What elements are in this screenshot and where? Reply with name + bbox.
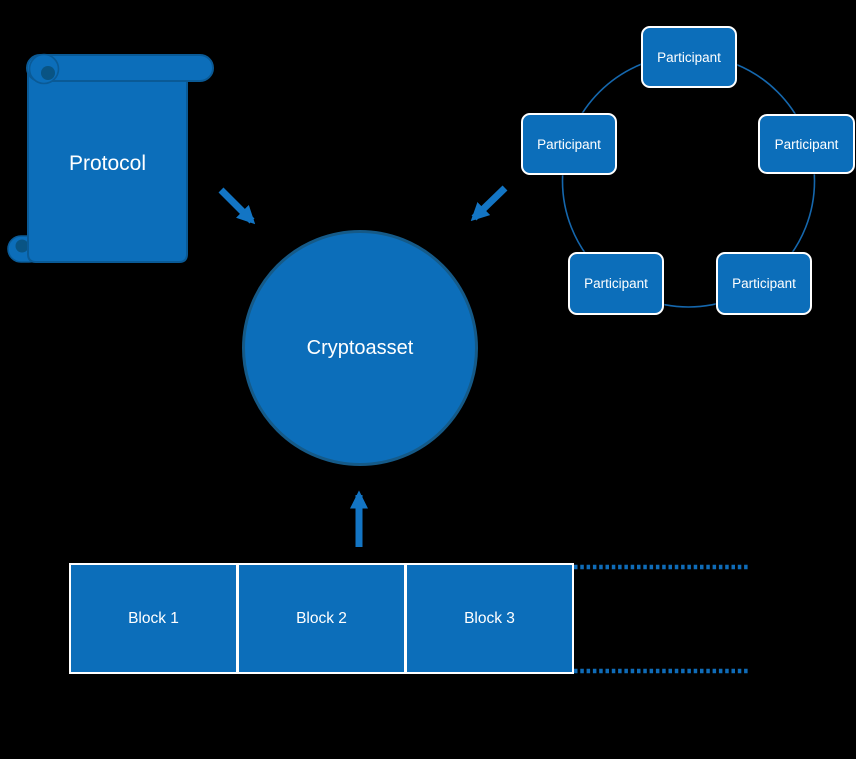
blockchain-row: Block 1 Block 2 Block 3 xyxy=(69,563,574,674)
arrow-participants-to-cryptoasset-icon xyxy=(470,185,508,222)
participant-node: Participant xyxy=(758,114,855,174)
scroll-bottom-curl-inner xyxy=(15,239,29,253)
block-cell: Block 1 xyxy=(71,565,236,672)
protocol-label: Protocol xyxy=(68,152,147,175)
cryptoasset-label: Cryptoasset xyxy=(306,336,414,359)
block-cell: Block 2 xyxy=(239,565,404,672)
participant-node: Participant xyxy=(521,113,617,175)
participant-node: Participant xyxy=(641,26,737,88)
block-cell: Block 3 xyxy=(407,565,572,672)
participant-node: Participant xyxy=(568,252,664,315)
arrow-protocol-to-cryptoasset-icon xyxy=(218,187,256,225)
scroll-top-curl-inner xyxy=(41,66,55,80)
cryptoasset-circle: Cryptoasset xyxy=(242,230,478,466)
participant-node: Participant xyxy=(716,252,812,315)
scroll-top-roll xyxy=(26,54,214,82)
protocol-scroll-shape xyxy=(7,53,214,263)
scroll-body xyxy=(27,69,188,263)
